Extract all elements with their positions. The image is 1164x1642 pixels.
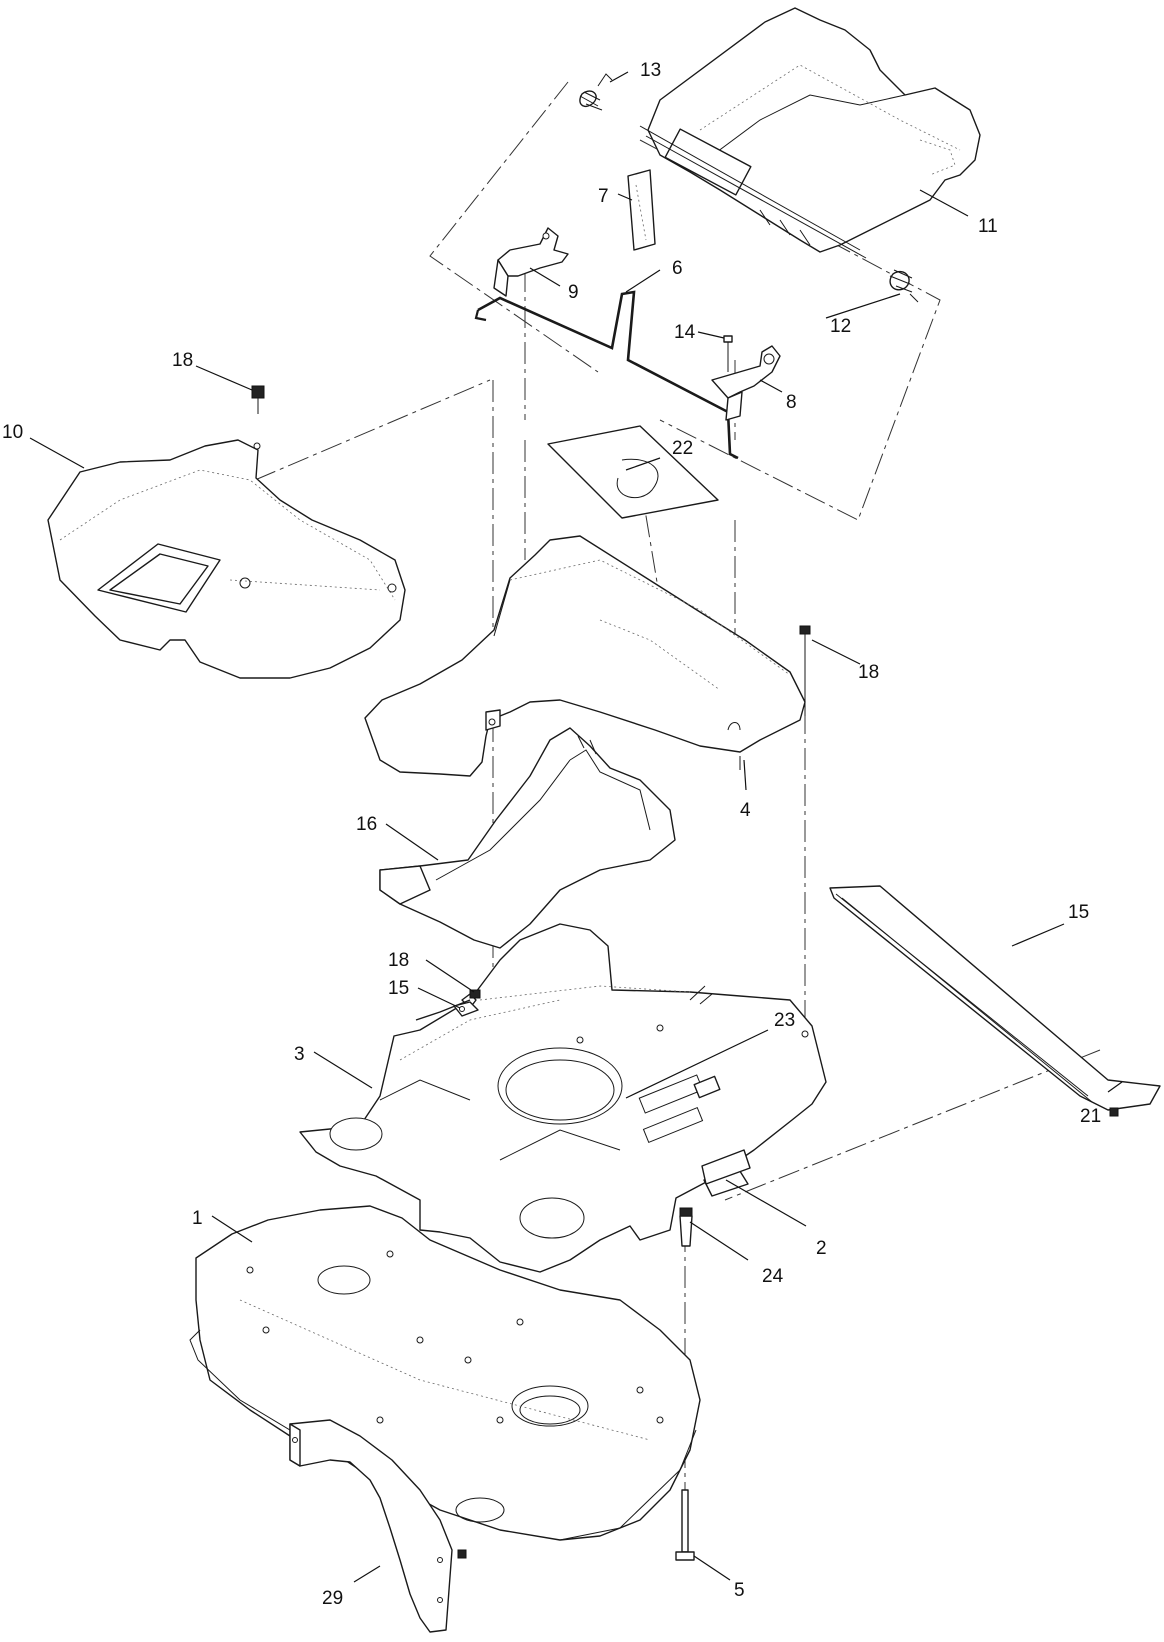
clip-part-15 — [453, 1001, 479, 1017]
callout-15: 15 — [388, 978, 409, 999]
bolt-part-24 — [679, 1207, 693, 1247]
deck-cover-part-1 — [189, 1205, 701, 1541]
decal-part-2 — [701, 1149, 751, 1185]
decal-part-22 — [547, 425, 719, 519]
callout-13: 13 — [640, 60, 661, 81]
callout-10: 10 — [2, 422, 23, 443]
bolt-part-18b — [799, 625, 811, 716]
bracket-part-9 — [493, 227, 569, 297]
bolt-part-5 — [675, 1489, 695, 1561]
callout-22: 22 — [672, 438, 693, 459]
shield-part-29 — [289, 1419, 467, 1633]
screw-part-21 — [1109, 1107, 1119, 1117]
leader-lines — [29, 71, 1123, 1583]
callout-4: 4 — [740, 800, 751, 821]
callout-18-right: 18 — [858, 662, 879, 683]
callout-labels: 13 11 7 9 6 12 14 8 22 18 10 18 4 16 15 … — [2, 60, 1101, 1609]
spring-part-13 — [579, 73, 613, 111]
callout-29: 29 — [322, 1588, 343, 1609]
main-body-part-4 — [364, 535, 806, 777]
frame-part-3 — [299, 923, 827, 1273]
bolt-part-18c — [469, 989, 481, 999]
spring-part-12 — [889, 269, 919, 303]
callout-12: 12 — [830, 316, 851, 337]
body-cover-part-10 — [47, 439, 406, 679]
callout-17: 15 — [1068, 902, 1089, 923]
callout-7: 7 — [598, 186, 609, 207]
rod-part-6 — [474, 290, 739, 460]
callout-8: 8 — [786, 392, 797, 413]
callout-3: 3 — [294, 1044, 305, 1065]
callout-14: 14 — [674, 322, 696, 343]
bolt-part-14 — [723, 335, 733, 372]
callout-2: 2 — [816, 1238, 827, 1259]
bracket-part-8 — [711, 345, 781, 421]
duct-part-16 — [379, 727, 676, 949]
callout-6: 6 — [672, 258, 683, 279]
rail-part-17 — [829, 885, 1161, 1111]
callout-18-top: 18 — [172, 350, 193, 371]
bolt-part-18a — [251, 385, 265, 414]
seat-part-11 — [639, 7, 981, 259]
callout-5: 5 — [734, 1580, 745, 1601]
callout-11: 11 — [978, 216, 998, 237]
callout-21: 21 — [1080, 1106, 1101, 1127]
callout-24: 24 — [762, 1266, 784, 1287]
callout-16: 16 — [356, 814, 377, 835]
callout-18-mid: 18 — [388, 950, 409, 971]
pad-part-7 — [627, 169, 656, 251]
callout-23: 23 — [774, 1010, 795, 1031]
callout-9: 9 — [568, 282, 579, 303]
callout-1: 1 — [192, 1208, 203, 1229]
